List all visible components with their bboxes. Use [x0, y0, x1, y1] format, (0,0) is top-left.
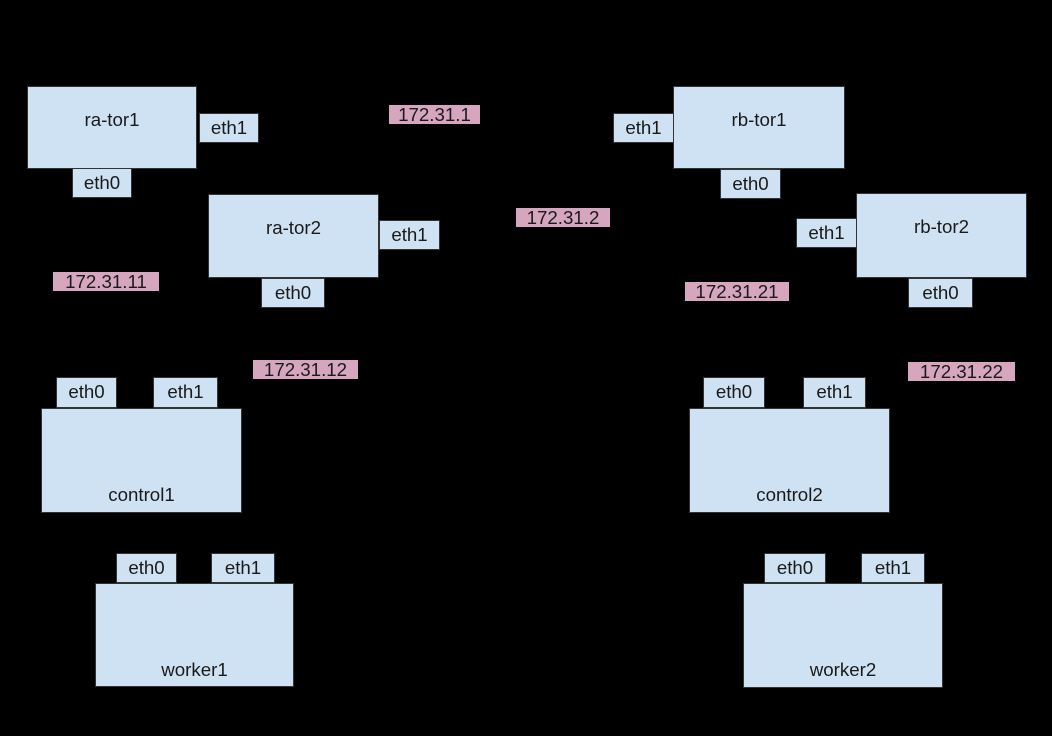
port-rb-tor2-eth1: eth1 — [796, 218, 857, 248]
ip-label-rack-a-tor2-net: 172.31.12 — [253, 360, 358, 379]
node-label-ra-tor1: ra-tor1 — [84, 109, 140, 130]
ip-label-spine-net2: 172.31.2 — [516, 208, 610, 227]
node-rb-tor1: rb-tor1 — [673, 86, 845, 169]
port-worker2-eth0: eth0 — [764, 553, 826, 583]
port-rb-tor2-eth0: eth0 — [908, 278, 973, 308]
port-control1-eth0: eth0 — [56, 377, 117, 408]
node-ra-tor1: ra-tor1 — [27, 86, 197, 169]
port-worker1-eth1: eth1 — [211, 553, 275, 583]
ip-label-rack-b-tor1-net: 172.31.21 — [685, 282, 789, 301]
node-label-ra-tor2: ra-tor2 — [265, 217, 322, 238]
port-control2-eth1: eth1 — [803, 377, 866, 408]
node-label-control1: control1 — [108, 484, 175, 505]
port-rb-tor1-eth0: eth0 — [720, 169, 781, 199]
port-ra-tor1-eth0: eth0 — [72, 168, 132, 198]
port-rb-tor1-eth1: eth1 — [613, 113, 674, 143]
port-ra-tor2-eth0: eth0 — [261, 278, 325, 308]
node-control2: control2 — [689, 408, 890, 513]
port-worker1-eth0: eth0 — [116, 553, 177, 583]
node-worker2: worker2 — [743, 583, 943, 688]
port-ra-tor2-eth1: eth1 — [379, 220, 440, 250]
node-label-rb-tor2: rb-tor2 — [913, 216, 970, 237]
port-worker2-eth1: eth1 — [861, 553, 925, 583]
node-label-worker1: worker1 — [161, 659, 228, 680]
ip-label-spine-net1: 172.31.1 — [389, 105, 480, 124]
node-ra-tor2: ra-tor2 — [208, 194, 379, 278]
node-control1: control1 — [41, 408, 242, 513]
port-control1-eth1: eth1 — [153, 377, 218, 408]
node-label-worker2: worker2 — [809, 659, 877, 680]
ip-label-rack-a-tor1-net: 172.31.11 — [53, 272, 159, 291]
node-label-rb-tor1: rb-tor1 — [731, 109, 787, 130]
port-ra-tor1-eth1: eth1 — [199, 113, 259, 143]
node-worker1: worker1 — [95, 583, 294, 687]
node-label-control2: control2 — [756, 484, 823, 505]
ip-label-rack-b-tor2-net: 172.31.22 — [908, 362, 1015, 381]
node-rb-tor2: rb-tor2 — [856, 193, 1027, 278]
port-control2-eth0: eth0 — [703, 377, 765, 408]
